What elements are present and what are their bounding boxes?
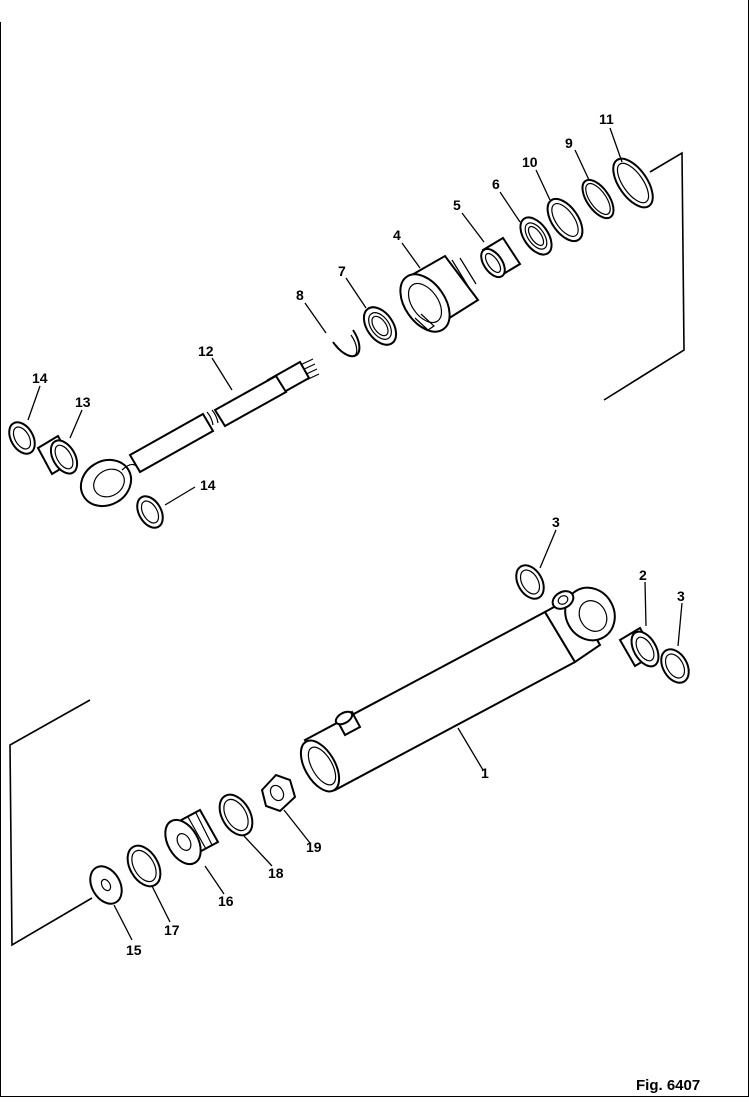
callout-11: 11	[599, 111, 614, 127]
callout-12: 12	[198, 343, 214, 359]
leader-2	[644, 581, 647, 627]
part-1-cylinder-tube	[299, 586, 616, 793]
leader-5	[461, 212, 485, 243]
part-13-bushing	[36, 434, 79, 476]
leader-14-top	[27, 385, 41, 421]
callout-5: 5	[453, 197, 461, 213]
callout-17: 17	[164, 922, 180, 938]
part-14-dust-seal-bottom	[136, 495, 164, 529]
part-16-piston	[164, 808, 220, 866]
part-10-ring	[546, 197, 584, 243]
left-border-line	[0, 22, 1, 1097]
leader-7	[345, 277, 367, 309]
leader-18	[243, 835, 273, 867]
part-7-dust-seal	[362, 306, 398, 346]
part-14-dust-seal-left	[8, 421, 36, 455]
leader-9	[574, 149, 590, 181]
leader-3-upper	[539, 529, 557, 569]
leader-3-right	[677, 602, 683, 647]
callout-14-top: 14	[32, 370, 48, 386]
leader-12	[211, 357, 233, 391]
leader-16	[204, 865, 225, 895]
part-4-cylinder-head	[399, 254, 480, 333]
leader-6	[499, 191, 521, 223]
part-8-snap-ring	[332, 329, 361, 358]
part-11-oring	[612, 157, 654, 209]
callout-10: 10	[522, 154, 538, 170]
callout-6: 6	[492, 176, 500, 192]
leader-10	[535, 169, 551, 201]
part-3-dust-seal-upper	[515, 564, 545, 600]
lower-group-bracket	[9, 699, 93, 947]
upper-group-bracket	[603, 151, 685, 401]
leader-17	[151, 885, 171, 923]
callout-13: 13	[75, 394, 91, 410]
part-18-wear-ring	[218, 793, 254, 837]
callout-1: 1	[481, 765, 489, 781]
leader-4	[401, 242, 421, 269]
leader-11	[609, 127, 623, 163]
leader-1	[457, 727, 484, 771]
callout-15: 15	[126, 942, 142, 958]
part-19-nut	[260, 773, 297, 813]
callout-19: 19	[306, 839, 322, 855]
part-12-piston-rod	[79, 358, 320, 508]
callout-3-upper: 3	[552, 514, 560, 530]
part-15-washer	[89, 865, 123, 905]
part-5-bushing	[480, 236, 522, 279]
callout-2: 2	[639, 567, 647, 583]
part-6-packing	[519, 216, 553, 256]
part-3-dust-seal-right	[660, 648, 690, 684]
callout-14-bottom: 14	[200, 477, 216, 493]
leader-15	[113, 904, 133, 941]
callout-18: 18	[268, 865, 284, 881]
part-17-piston-ring	[126, 844, 162, 888]
figure-label: Fig. 6407	[636, 1077, 700, 1094]
callout-8: 8	[296, 287, 304, 303]
callout-4: 4	[393, 227, 401, 243]
leader-13	[69, 409, 83, 439]
callout-16: 16	[218, 893, 234, 909]
part-9-backup-ring	[581, 178, 615, 220]
leader-19	[283, 809, 311, 844]
callout-3-right: 3	[677, 588, 685, 604]
leader-8	[304, 302, 327, 334]
callout-9: 9	[565, 135, 573, 151]
callout-7: 7	[338, 263, 346, 279]
part-2-bushing	[618, 626, 660, 668]
leader-14-bottom	[164, 486, 196, 506]
